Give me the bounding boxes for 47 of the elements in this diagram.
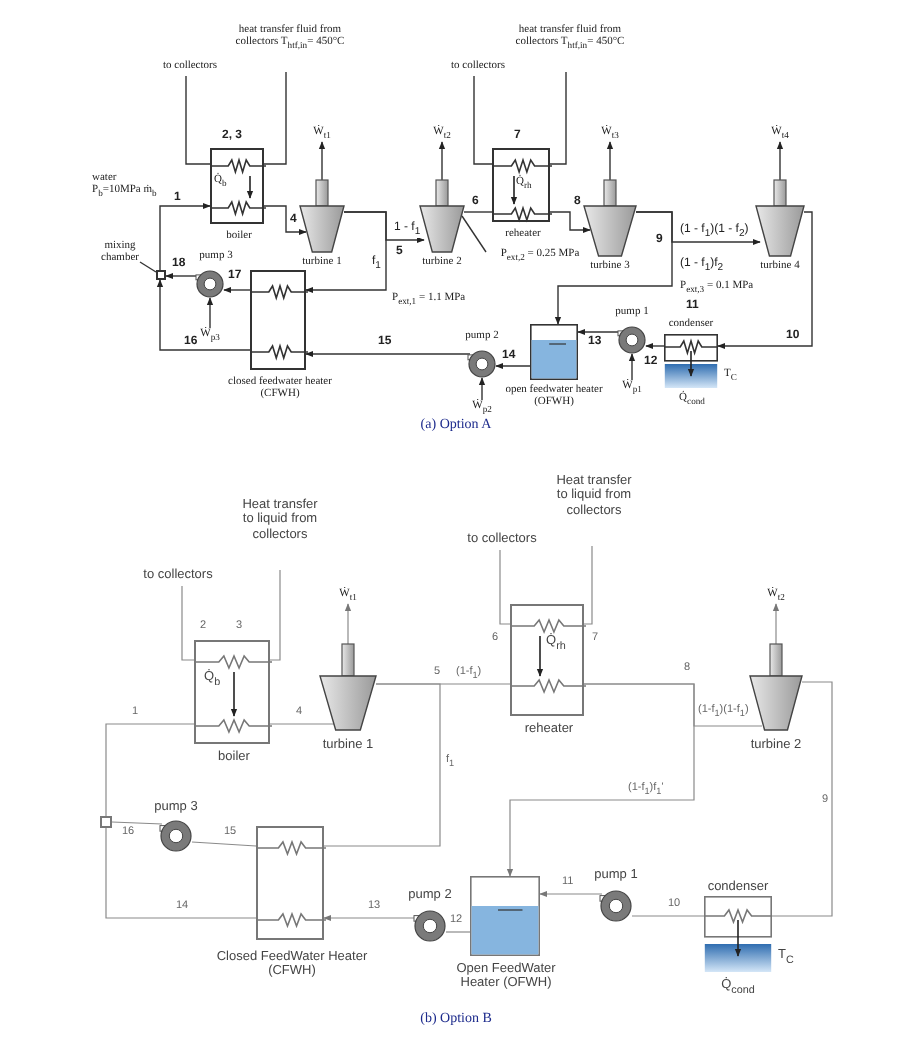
flow-arrow (628, 353, 636, 381)
flow-arrow (318, 141, 326, 181)
flow-arrow (223, 286, 251, 294)
flow-arrow (539, 890, 603, 898)
flow-arrow (305, 350, 471, 358)
mixing-chamber-box (100, 816, 112, 828)
flow-arrow (772, 603, 780, 645)
flow-arrow (206, 297, 214, 329)
flow-arrow (606, 141, 614, 181)
leader-line (139, 261, 157, 273)
flow-arrow (305, 211, 387, 294)
pipe-line (111, 821, 163, 825)
flow-arrow (645, 342, 665, 350)
pipe-line (269, 723, 337, 725)
pipe-line (473, 75, 493, 165)
pipe-line (263, 71, 287, 165)
pipe-line (323, 683, 441, 847)
pipe-line (771, 681, 833, 917)
pipe-line (461, 215, 487, 253)
pipe-line (105, 827, 257, 919)
pipe-line (631, 915, 705, 917)
pipe-line (269, 569, 281, 661)
flow-arrow (549, 211, 591, 234)
flow-arrow (438, 141, 446, 181)
flow-arrow (478, 377, 486, 401)
pipe-line (191, 841, 257, 847)
flow-arrow (506, 683, 695, 877)
flow-arrow (159, 202, 211, 271)
flow-arrow (263, 205, 307, 236)
pipe-line (549, 71, 567, 165)
mixing-chamber-box (156, 270, 166, 280)
pipe-line (583, 545, 593, 625)
pipe-line (105, 723, 195, 817)
flow-arrow (344, 603, 352, 645)
flow-arrow (495, 362, 531, 370)
pipe-line (185, 75, 211, 165)
flow-arrow (717, 211, 813, 350)
flow-arrow (323, 914, 415, 922)
flow-arrow (165, 272, 197, 280)
flow-arrow (554, 211, 673, 325)
pipe-line (499, 549, 511, 625)
flow-arrow (156, 279, 251, 351)
flow-arrow (577, 328, 619, 336)
flow-arrow (776, 141, 784, 181)
pipe-line (445, 931, 471, 933)
pipe-line (463, 211, 493, 213)
pipe-line (181, 585, 195, 661)
